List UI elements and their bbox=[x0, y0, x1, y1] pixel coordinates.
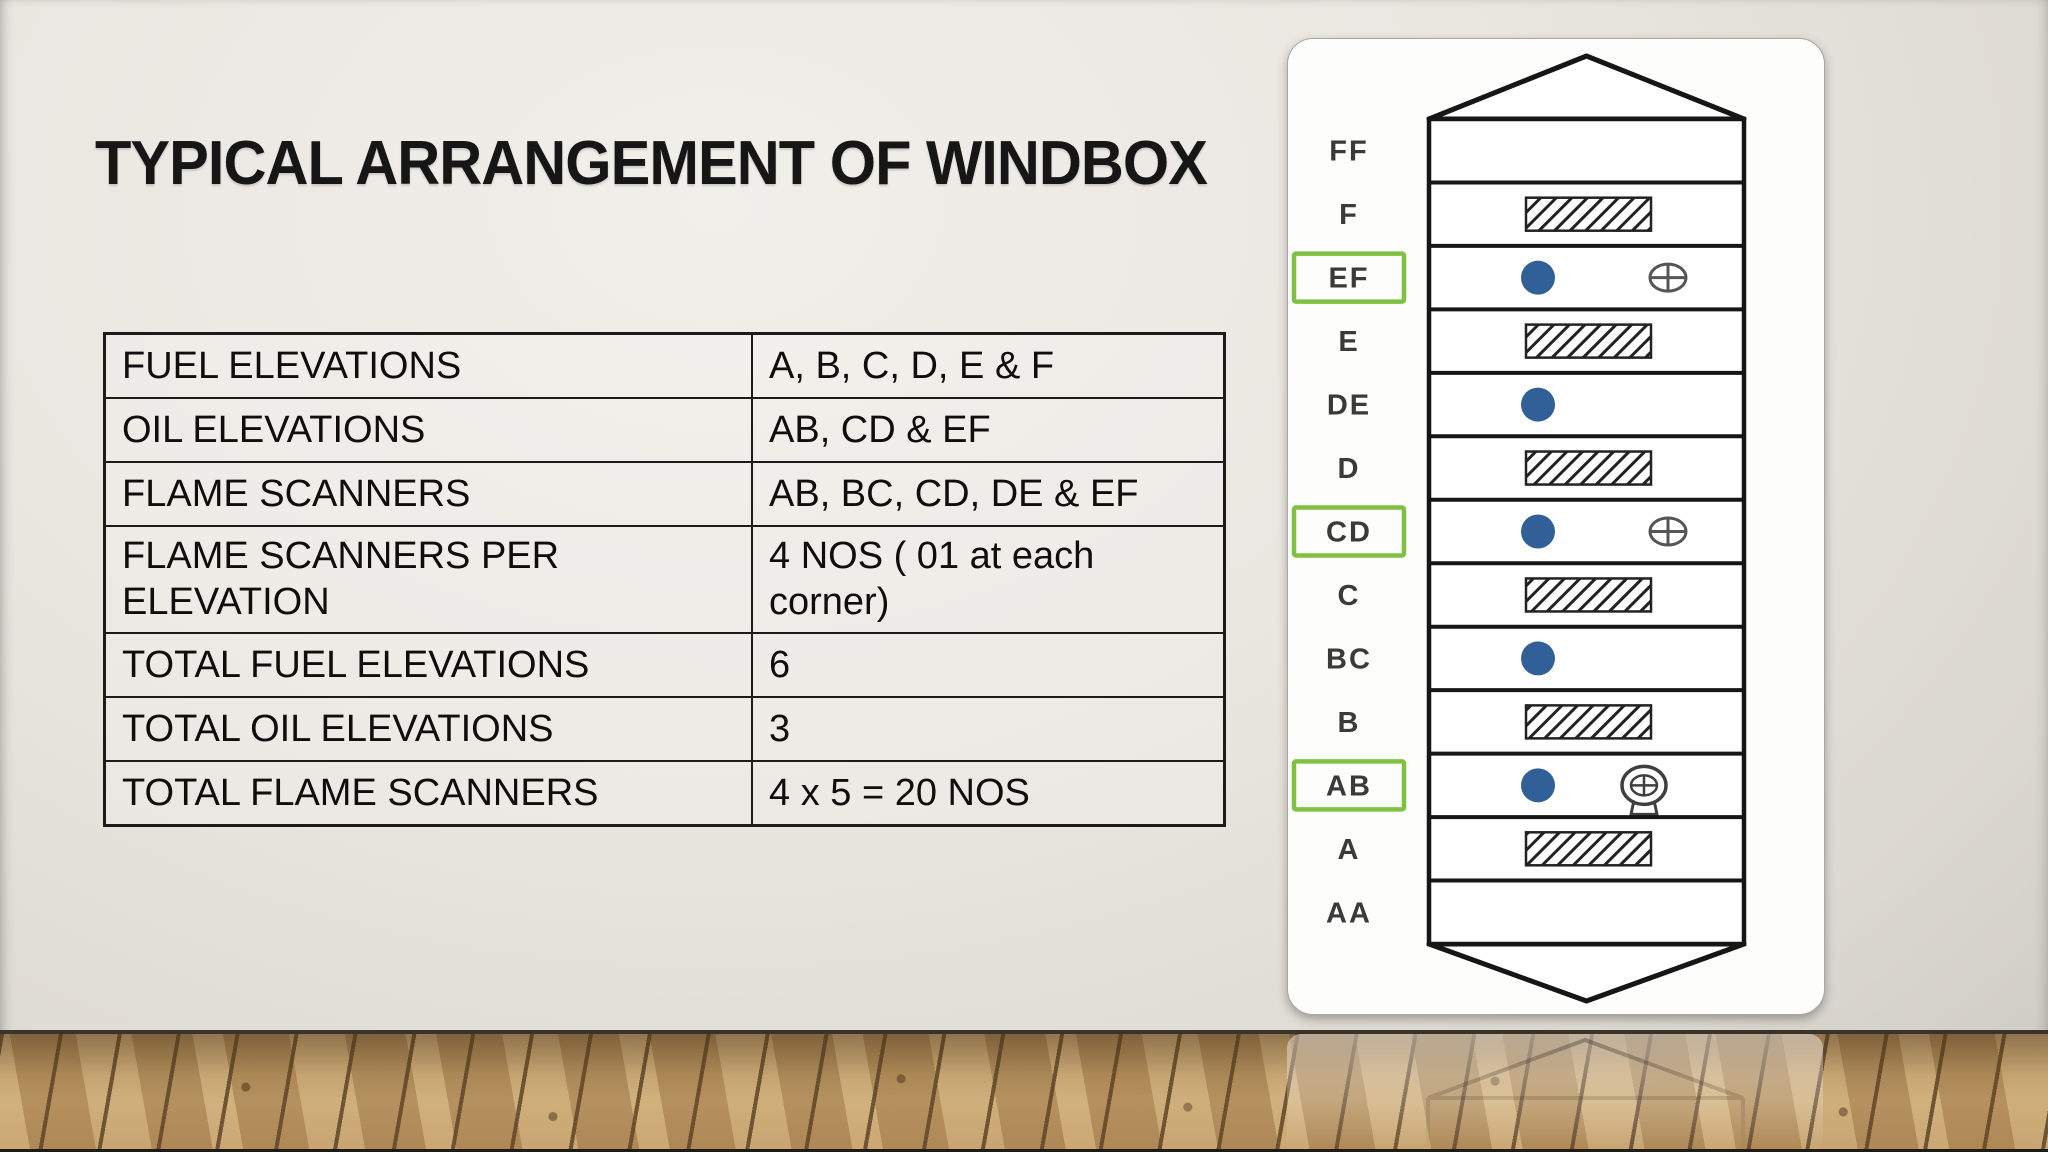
table-row: FLAME SCANNERS AB, BC, CD, DE & EF bbox=[106, 461, 1223, 525]
table-row: TOTAL FUEL ELEVATIONS 6 bbox=[106, 631, 1223, 696]
flame-scanner-dot bbox=[1521, 387, 1555, 422]
elevation-label: AB bbox=[1326, 770, 1372, 802]
table-row-value: 6 bbox=[769, 643, 791, 686]
windbox-spec-table: FUEL ELEVATIONS A, B, C, D, E & F OIL ELEV… bbox=[103, 332, 1226, 827]
table-row-label: TOTAL FLAME SCANNERS bbox=[106, 761, 753, 824]
elevation-label: DE bbox=[1327, 390, 1371, 422]
fuel-nozzle-hatch bbox=[1524, 704, 1653, 740]
fuel-nozzle-hatch bbox=[1524, 450, 1653, 486]
fuel-nozzle-hatch bbox=[1524, 577, 1653, 613]
table-row-label: FLAME SCANNERS PER ELEVATION bbox=[106, 527, 753, 632]
table-row-value: AB, BC, CD, DE & EF bbox=[769, 472, 1139, 515]
fuel-nozzle-hatch bbox=[1524, 831, 1653, 867]
oil-elevation-highlight-box bbox=[1291, 505, 1407, 558]
table-row-value: A, B, C, D, E & F bbox=[769, 344, 1055, 387]
elevation-label: EF bbox=[1328, 263, 1369, 295]
slide-title: TYPICAL ARRANGEMENT OF WINDBOX bbox=[95, 129, 1208, 198]
table-row-label: FUEL ELEVATIONS bbox=[106, 335, 753, 397]
table-row: TOTAL OIL ELEVATIONS 3 bbox=[106, 695, 1223, 760]
table-row: FUEL ELEVATIONS A, B, C, D, E & F bbox=[106, 335, 1223, 397]
elevation-label: E bbox=[1338, 326, 1359, 358]
windbox-body bbox=[1426, 116, 1747, 947]
elevation-label: FF bbox=[1329, 136, 1368, 168]
elevation-label: F bbox=[1339, 199, 1359, 231]
flame-scanner-dot bbox=[1521, 641, 1555, 676]
elevation-label: A bbox=[1338, 834, 1361, 866]
wood-floor bbox=[0, 1030, 2048, 1152]
table-row-value: AB, CD & EF bbox=[769, 408, 991, 451]
elevation-label: B bbox=[1338, 707, 1361, 739]
flame-scanner-dot bbox=[1521, 260, 1555, 295]
elevation-label: D bbox=[1338, 453, 1361, 485]
table-row-value: 4 x 5 = 20 NOS bbox=[769, 771, 1030, 814]
table-row: OIL ELEVATIONS AB, CD & EF bbox=[106, 397, 1223, 461]
table-row-value: 4 NOS ( 01 at each corner) bbox=[769, 535, 1095, 624]
elevation-label: C bbox=[1338, 580, 1361, 612]
elevation-label: AA bbox=[1326, 897, 1372, 929]
table-row-label: FLAME SCANNERS bbox=[106, 463, 753, 525]
windbox-roof bbox=[1426, 53, 1747, 122]
oil-elevation-highlight-box bbox=[1291, 251, 1407, 304]
flame-scanner-dot bbox=[1521, 768, 1555, 803]
windbox-hopper bbox=[1426, 941, 1747, 1004]
table-row-label: TOTAL OIL ELEVATIONS bbox=[106, 697, 753, 760]
table-row-label: OIL ELEVATIONS bbox=[106, 399, 753, 461]
table-row-value: 3 bbox=[769, 707, 791, 750]
flame-scanner-dot bbox=[1521, 514, 1555, 549]
fuel-nozzle-hatch bbox=[1524, 196, 1653, 232]
table-row: TOTAL FLAME SCANNERS 4 x 5 = 20 NOS bbox=[106, 759, 1223, 824]
elevation-label: CD bbox=[1326, 517, 1372, 549]
table-row-label: TOTAL FUEL ELEVATIONS bbox=[106, 633, 753, 696]
fuel-nozzle-hatch bbox=[1524, 323, 1653, 359]
elevation-label: BC bbox=[1326, 643, 1372, 675]
oil-elevation-highlight-box bbox=[1291, 759, 1407, 812]
